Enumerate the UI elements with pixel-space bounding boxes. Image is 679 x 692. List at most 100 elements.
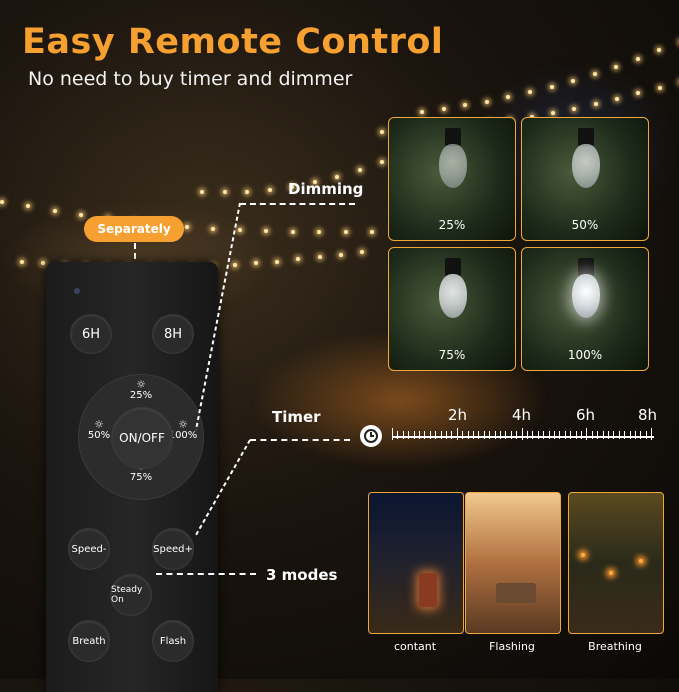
dimmer-ring[interactable]: ☼ 25% ☼ 50% ☼ 100% ☼ 75% ON/OFF bbox=[78, 374, 204, 500]
timer-callout: Timer bbox=[272, 408, 321, 426]
timer-6h-button[interactable]: 6H bbox=[70, 314, 112, 354]
light-bulb bbox=[572, 106, 577, 111]
light-bulb bbox=[52, 208, 57, 213]
modes-callout: 3 modes bbox=[266, 566, 338, 584]
light-bulb bbox=[463, 103, 468, 108]
ruler-tick bbox=[635, 431, 636, 439]
modes-connector bbox=[156, 573, 256, 575]
bulb-icon bbox=[439, 144, 467, 188]
light-bulb bbox=[317, 255, 322, 260]
ruler-tick bbox=[629, 431, 631, 439]
mode-breathing-label: Breathing bbox=[588, 640, 642, 653]
timer-ruler bbox=[392, 436, 654, 438]
ruler-tick bbox=[500, 431, 501, 439]
timer-8h-button[interactable]: 8H bbox=[152, 314, 194, 354]
light-bulb bbox=[264, 229, 269, 234]
ruler-tick bbox=[402, 431, 404, 439]
ruler-tick bbox=[505, 431, 507, 439]
dim-sample-50: 50% bbox=[521, 117, 649, 241]
ruler-tick bbox=[413, 431, 415, 439]
timer-6h-label: 6h bbox=[576, 406, 596, 424]
ruler-tick bbox=[527, 431, 528, 439]
light-bulb bbox=[614, 64, 619, 69]
light-bulb bbox=[222, 190, 227, 195]
light-bulb bbox=[317, 230, 322, 235]
ruler-tick bbox=[548, 431, 550, 439]
light-bulb bbox=[592, 71, 597, 76]
dim-level-label: 100% bbox=[567, 348, 603, 362]
speed-plus-button[interactable]: Speed+ bbox=[152, 528, 194, 570]
dim-sample-75: 75% bbox=[388, 247, 516, 371]
light-bulb bbox=[296, 257, 301, 262]
steady-on-button[interactable]: Steady On bbox=[110, 574, 152, 616]
ruler-tick bbox=[581, 431, 582, 439]
breath-button[interactable]: Breath bbox=[68, 620, 110, 662]
dim-level-label: 75% bbox=[438, 348, 466, 362]
light-bulb bbox=[338, 252, 343, 257]
ruler-tick bbox=[575, 431, 577, 439]
timer-4h-label: 4h bbox=[512, 406, 532, 424]
sun-icon: ☼ bbox=[136, 378, 146, 391]
light-bulb bbox=[441, 106, 446, 111]
speed-minus-button[interactable]: Speed- bbox=[68, 528, 110, 570]
mode-flashing-image bbox=[465, 492, 561, 634]
ruler-tick bbox=[478, 431, 480, 439]
ruler-tick bbox=[451, 431, 453, 439]
light-bulb bbox=[335, 174, 339, 179]
ruler-tick bbox=[473, 431, 474, 439]
clock-icon bbox=[360, 425, 382, 447]
light-bulb bbox=[253, 261, 258, 266]
ruler-tick bbox=[586, 428, 588, 440]
ruler-tick bbox=[624, 431, 626, 439]
page-subtitle: No need to buy timer and dimmer bbox=[28, 68, 353, 90]
bulb-icon bbox=[439, 274, 467, 318]
ruler-tick bbox=[408, 431, 410, 439]
ruler-tick bbox=[591, 431, 593, 439]
dim-50-button[interactable]: ☼ 50% bbox=[81, 419, 117, 441]
remote-control: 6H 8H ☼ 25% ☼ 50% ☼ 100% ☼ 75% ON/OFF Sp… bbox=[46, 262, 218, 692]
ruler-tick bbox=[397, 431, 399, 439]
flash-button[interactable]: Flash bbox=[152, 620, 194, 662]
dim-level-label: 50% bbox=[571, 218, 599, 232]
light-bulb bbox=[185, 225, 189, 229]
ruler-tick bbox=[613, 431, 615, 439]
light-bulb bbox=[614, 96, 619, 101]
timer-connector-h bbox=[250, 439, 350, 441]
timer-2h-label: 2h bbox=[448, 406, 468, 424]
ruler-tick bbox=[429, 431, 431, 439]
ruler-tick bbox=[462, 431, 464, 439]
light-bulb bbox=[200, 190, 204, 194]
ruler-tick bbox=[510, 431, 512, 439]
separately-badge: Separately bbox=[84, 216, 184, 242]
dim-25-label: 25% bbox=[129, 390, 153, 401]
light-bulb bbox=[232, 262, 237, 267]
light-bulb bbox=[550, 111, 555, 116]
timer-connector bbox=[195, 439, 251, 536]
dim-100-button[interactable]: ☼ 100% bbox=[165, 419, 201, 441]
light-bulb bbox=[245, 189, 249, 194]
ruler-tick bbox=[559, 431, 561, 439]
dim-100-label: 100% bbox=[168, 430, 198, 441]
bulb-socket bbox=[578, 258, 594, 276]
sun-icon: ☼ bbox=[94, 418, 104, 431]
light-bulb bbox=[571, 78, 576, 83]
dim-25-button[interactable]: ☼ 25% bbox=[123, 379, 159, 401]
ruler-tick bbox=[435, 431, 437, 439]
dim-level-label: 25% bbox=[438, 218, 466, 232]
light-bulb bbox=[380, 130, 384, 134]
ruler-tick bbox=[602, 431, 604, 439]
bulb-socket bbox=[578, 128, 594, 146]
ruler-tick bbox=[651, 428, 653, 440]
ruler-tick bbox=[564, 431, 566, 439]
bulb-icon bbox=[572, 144, 600, 188]
light-bulb bbox=[0, 200, 4, 204]
ruler-tick bbox=[489, 431, 491, 439]
on-off-button[interactable]: ON/OFF bbox=[111, 407, 173, 469]
dimming-callout: Dimming bbox=[288, 180, 364, 198]
light-bulb bbox=[635, 56, 640, 61]
ruler-tick bbox=[597, 431, 599, 439]
light-bulb bbox=[290, 229, 295, 234]
ruler-tick bbox=[483, 431, 485, 439]
mode-flashing-label: Flashing bbox=[489, 640, 535, 653]
light-bulb bbox=[79, 212, 84, 217]
